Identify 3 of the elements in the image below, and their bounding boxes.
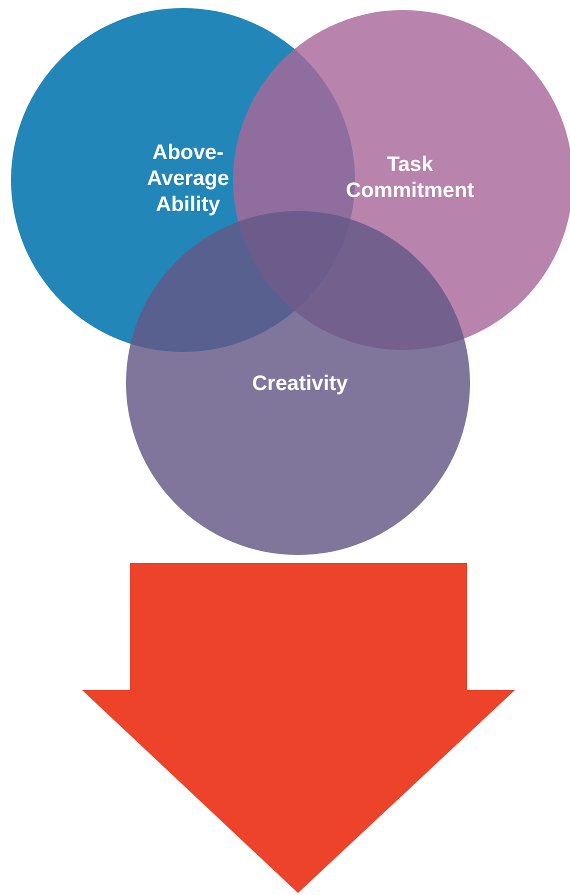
circle-label: Task Commitment: [344, 152, 476, 204]
circle-label: Creativity: [251, 371, 349, 397]
circle-label: Above-Average Ability: [146, 140, 230, 218]
